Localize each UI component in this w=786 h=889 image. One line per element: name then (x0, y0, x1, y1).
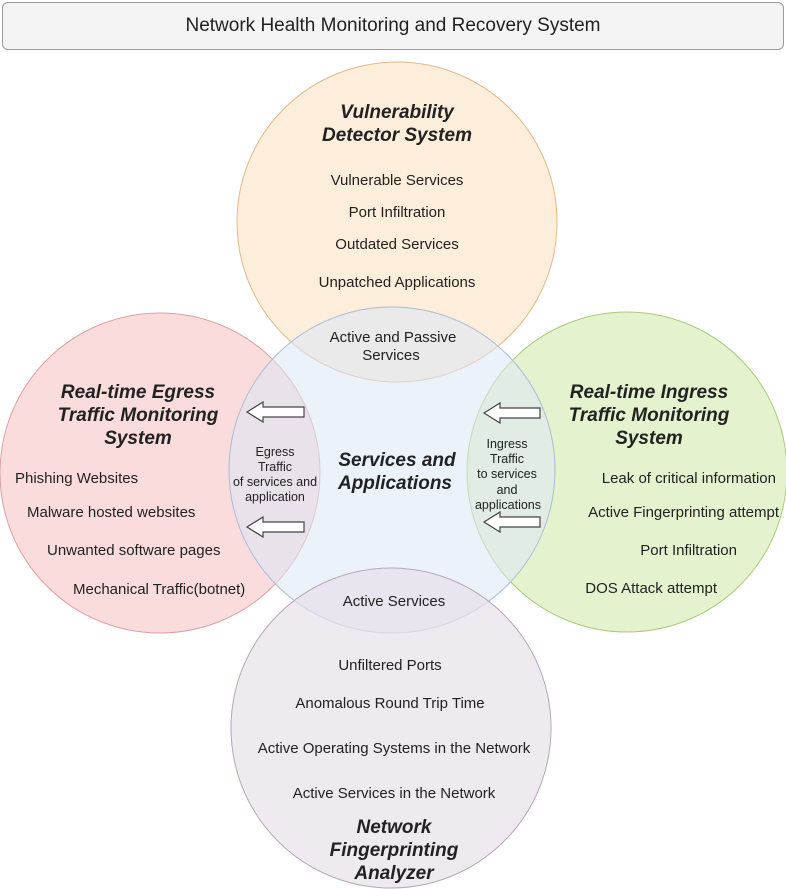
overlap-egress-line-2: Traffic (258, 460, 292, 474)
egress-arrow-top (245, 400, 305, 424)
fingerprinting-item: Active Operating Systems in the Network (258, 740, 531, 757)
egress-heading-line-3: System (104, 428, 172, 449)
vulnerability-item: Outdated Services (335, 236, 458, 253)
fingerprinting-heading-line-3: Analyzer (353, 863, 435, 884)
egress-arrow-bottom (245, 515, 305, 539)
ingress-heading-line-2: Traffic Monitoring (569, 405, 730, 426)
overlap-egress-line-1: Egress (256, 445, 295, 459)
overlap-ingress-line-5: applications (475, 498, 541, 512)
overlap-egress-line-3: of services and (233, 475, 317, 489)
services-heading-line-2: Applications (337, 473, 452, 494)
vulnerability-item: Unpatched Applications (319, 274, 476, 291)
ingress-heading-line-1: Real-time Ingress (570, 382, 728, 403)
vulnerability-heading-line-1: Vulnerability (340, 102, 455, 123)
services-heading-line-1: Services and (338, 450, 456, 471)
overlap-ingress-line-3: to services (477, 467, 537, 481)
overlap-egress-line-4: application (245, 490, 305, 504)
overlap-top-center-line-2: Services (362, 347, 420, 364)
egress-item: Phishing Websites (15, 470, 138, 487)
egress-item: Mechanical Traffic(botnet) (73, 581, 245, 598)
ingress-heading-line-3: System (615, 428, 683, 449)
overlap-ingress-line-4: and (497, 483, 518, 497)
diagram-title: Network Health Monitoring and Recovery S… (2, 2, 784, 50)
egress-heading-line-1: Real-time Egress (61, 382, 215, 403)
ingress-item: Active Fingerprinting attempt (588, 504, 780, 521)
diagram-title-text: Network Health Monitoring and Recovery S… (185, 15, 601, 36)
overlap-bottom-center: Active Services (343, 593, 446, 610)
ingress-item: DOS Attack attempt (585, 580, 718, 597)
egress-item: Malware hosted websites (27, 504, 195, 521)
fingerprinting-heading-line-1: Network (357, 817, 433, 838)
overlap-ingress-line-1: Ingress (487, 437, 528, 451)
vulnerability-heading-line-2: Detector System (322, 125, 472, 146)
fingerprinting-item: Active Services in the Network (293, 785, 496, 802)
egress-heading-line-2: Traffic Monitoring (58, 405, 219, 426)
egress-item: Unwanted software pages (47, 542, 220, 559)
ingress-arrow-bottom (482, 510, 541, 534)
fingerprinting-item: Anomalous Round Trip Time (295, 695, 484, 712)
overlap-top-center-line-1: Active and Passive (330, 329, 457, 346)
ingress-item: Leak of critical information (602, 470, 776, 487)
overlap-ingress-line-2: Traffic (490, 452, 524, 466)
vulnerability-item: Port Infiltration (349, 204, 446, 221)
circle-fingerprinting-analyzer (230, 567, 552, 889)
ingress-arrow-top (482, 401, 541, 425)
vulnerability-item: Vulnerable Services (331, 172, 464, 189)
ingress-item: Port Infiltration (640, 542, 737, 559)
fingerprinting-heading-line-2: Fingerprinting (330, 840, 459, 861)
fingerprinting-item: Unfiltered Ports (338, 657, 441, 674)
